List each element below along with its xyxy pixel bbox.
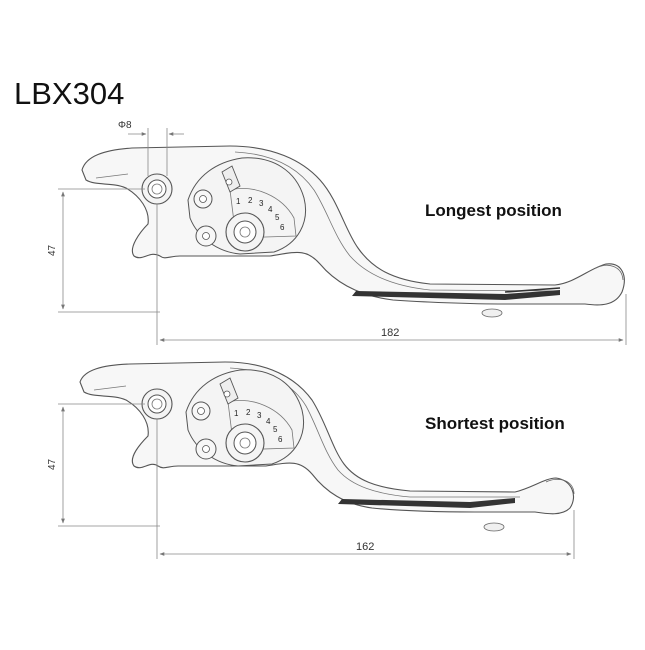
dial-number: 6 bbox=[280, 223, 285, 232]
dial-number: 5 bbox=[273, 425, 278, 434]
dial-numbers-shortest: 1 2 3 4 5 6 bbox=[234, 408, 283, 444]
height-dim-label-shortest: 47 bbox=[47, 458, 58, 470]
dial-number: 4 bbox=[268, 205, 273, 214]
lever-shortest bbox=[79, 361, 575, 532]
dial-numbers-longest: 1 2 3 4 5 6 bbox=[236, 196, 285, 232]
hole-symbol: Φ bbox=[118, 120, 126, 131]
shortest-position-label: Shortest position bbox=[425, 414, 565, 433]
dial-number: 1 bbox=[236, 197, 241, 206]
dial-number: 6 bbox=[278, 435, 283, 444]
dial-number: 5 bbox=[275, 213, 280, 222]
lever-blade-shortest bbox=[79, 361, 574, 515]
longest-position-label: Longest position bbox=[425, 201, 562, 220]
dimensions-shortest bbox=[58, 403, 575, 559]
lever-blade-longest bbox=[81, 145, 625, 306]
dial-number: 2 bbox=[246, 408, 251, 417]
height-dim-label-longest: 47 bbox=[47, 244, 58, 256]
length-dim-label-longest: 182 bbox=[381, 327, 399, 339]
dial-number: 2 bbox=[248, 196, 253, 205]
dial-number: 1 bbox=[234, 409, 239, 418]
dial-number: 3 bbox=[257, 411, 262, 420]
dimensions-longest bbox=[58, 128, 627, 345]
lever-longest bbox=[81, 145, 625, 318]
dial-number: 3 bbox=[259, 199, 264, 208]
model-title: LBX304 bbox=[14, 76, 125, 111]
length-dim-label-shortest: 162 bbox=[356, 541, 374, 553]
dial-number: 4 bbox=[266, 417, 271, 426]
hole-diameter-label: 8 bbox=[126, 120, 132, 131]
